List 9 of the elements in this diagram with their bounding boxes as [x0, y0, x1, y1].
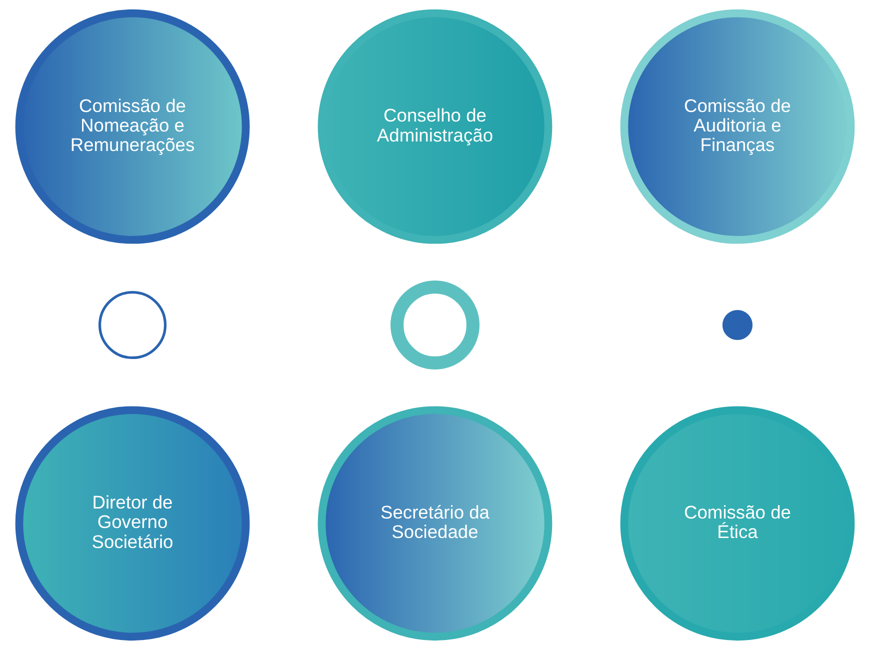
node-circle: Secretário da Sociedade [318, 406, 552, 641]
node-circle: Diretor de Governo Societário [15, 406, 250, 641]
node-circle: Comissão de Nomeação e Remunerações [15, 9, 250, 244]
node-circle: Conselho de Administração [318, 9, 552, 244]
node-circle: Comissão de Ética [620, 406, 855, 641]
node-circle [390, 280, 480, 370]
node-circle [98, 290, 167, 360]
node-circle [722, 310, 753, 340]
node-circle: Comissão de Auditoria e Finanças [620, 9, 855, 244]
